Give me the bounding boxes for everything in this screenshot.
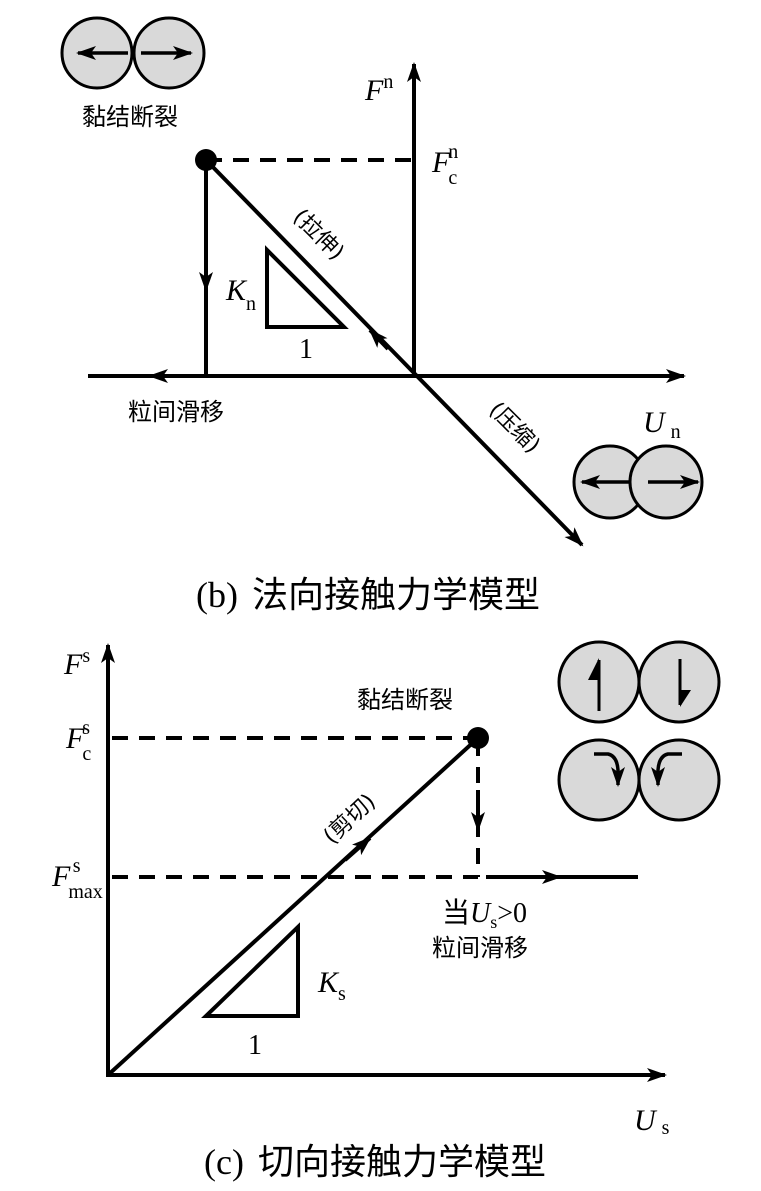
tension-label: (拉伸): [288, 205, 349, 266]
ks-run-label: 1: [248, 1030, 262, 1061]
shear-label: (剪切): [319, 789, 381, 849]
shear-loading-line: [106, 736, 480, 1077]
compression-particles-icon: [572, 444, 704, 520]
slip-condition-label: 当Us>0: [442, 896, 527, 932]
kn-run-label: 1: [299, 334, 313, 365]
shear-direction-arrow: [343, 836, 372, 862]
stiffness-triangle-kn: [265, 245, 349, 329]
slip-label: 粒间滑移: [432, 934, 528, 962]
stiffness-triangle-ks: [201, 922, 300, 1018]
shear-model-caption: (c)切向接触力学模型: [204, 1142, 546, 1183]
fcs-label: Fcs: [65, 717, 91, 765]
compression-label: (压缩): [484, 398, 545, 459]
bond-break-point: [467, 727, 489, 749]
tension-direction-arrow: [368, 328, 390, 351]
ks-label: Ks: [317, 966, 346, 1005]
fs-axis-label: Fs: [63, 645, 90, 681]
fcn-label: Fcn: [431, 141, 458, 189]
bond-break-label: 黏结断裂: [82, 103, 178, 131]
bond-break-label: 黏结断裂: [357, 686, 453, 714]
fmaxs-label: Fmaxs: [51, 855, 103, 903]
slip-label: 粒间滑移: [128, 398, 224, 426]
shear-particles-icon: [557, 640, 721, 724]
tension-compression-line: [204, 158, 584, 547]
rolling-particles-icon: [557, 738, 721, 822]
fn-axis-label: Fn: [364, 71, 393, 107]
tension-particles-icon: [60, 16, 206, 90]
kn-label: Kn: [225, 274, 256, 315]
normal-model-caption: (b)法向接触力学模型: [196, 575, 540, 616]
